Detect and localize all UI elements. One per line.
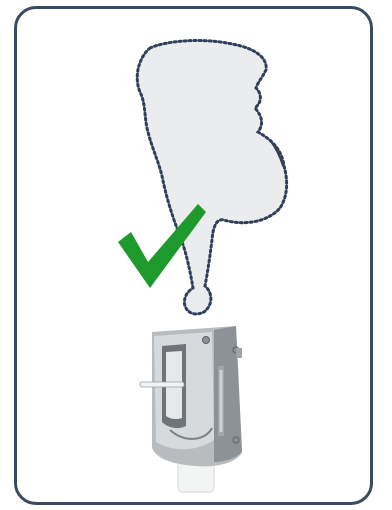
dispenser-device <box>140 326 242 492</box>
